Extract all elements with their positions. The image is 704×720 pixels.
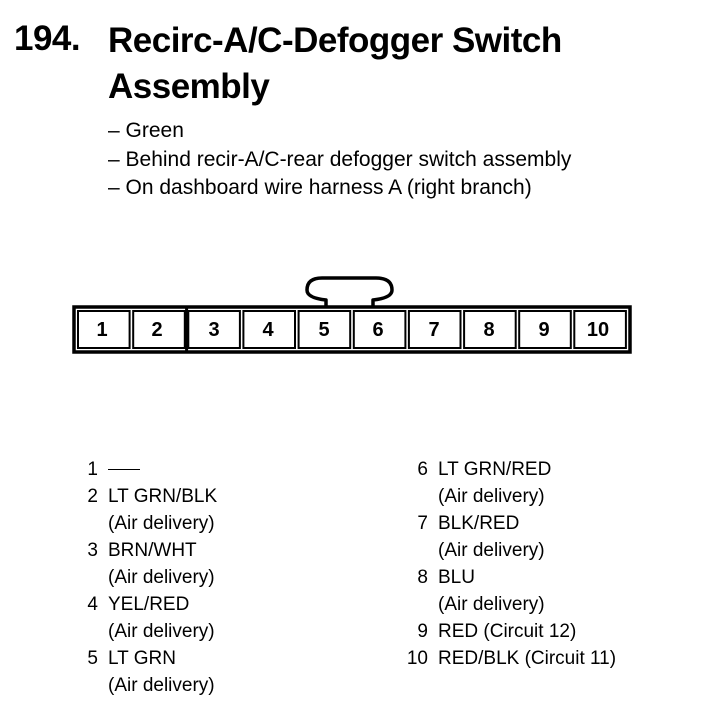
pin-cell-3 bbox=[187, 310, 241, 349]
wire-function: (Air delivery) bbox=[108, 567, 215, 588]
note-location: – Behind recir-A/C-rear defogger switch … bbox=[108, 147, 572, 171]
legend-num: 1 bbox=[87, 459, 98, 480]
legend-row-3: 3 BRN/WHT (Air delivery) bbox=[84, 537, 217, 591]
pin-1: 1 bbox=[96, 319, 108, 341]
wire-color: BLU bbox=[438, 567, 475, 588]
pin-10: 10 bbox=[586, 319, 610, 341]
wire-color: RED (Circuit 12) bbox=[438, 621, 577, 642]
pin-cell-6 bbox=[352, 310, 407, 349]
connector-lock-tab bbox=[305, 276, 394, 307]
wire-function: (Air delivery) bbox=[108, 513, 215, 534]
wire-function: (Air delivery) bbox=[438, 540, 545, 561]
legend-row-8: 8 BLU (Air delivery) bbox=[414, 564, 616, 618]
wire-color: LT GRN bbox=[108, 648, 176, 669]
pin-cell-9 bbox=[518, 310, 572, 349]
wire-color: LT GRN/RED bbox=[438, 459, 552, 480]
legend-row-7: 7 BLK/RED (Air delivery) bbox=[414, 510, 616, 564]
legend-row-4: 4 YEL/RED (Air delivery) bbox=[84, 591, 217, 645]
note-harness: – On dashboard wire harness A (right bra… bbox=[108, 176, 532, 199]
title-number: 194. bbox=[14, 19, 81, 58]
wire-color: RED/BLK (Circuit 11) bbox=[438, 648, 617, 669]
legend-num: 8 bbox=[417, 567, 428, 588]
pin-cell-2 bbox=[132, 310, 186, 349]
pin-cell-7 bbox=[407, 310, 462, 349]
pin-3: 3 bbox=[208, 319, 220, 341]
legend-row-9: 9 RED (Circuit 12) bbox=[414, 618, 616, 645]
page-title: Recirc-A/C-Defogger Switch Assembly bbox=[108, 18, 562, 110]
legend-num: 9 bbox=[417, 621, 428, 642]
legend-num: 4 bbox=[87, 594, 98, 615]
legend-num: 6 bbox=[417, 459, 428, 480]
title-line-1: Recirc-A/C-Defogger Switch bbox=[108, 21, 562, 60]
wire-function: (Air delivery) bbox=[108, 675, 215, 696]
legend-row-5: 5 LT GRN (Air delivery) bbox=[84, 645, 217, 699]
pin-9: 9 bbox=[538, 319, 550, 341]
pin-legend-right: 6 LT GRN/RED (Air delivery) 7 BLK/RED (A… bbox=[407, 456, 617, 672]
legend-num: 5 bbox=[87, 648, 98, 669]
wire-color: LT GRN/BLK bbox=[108, 486, 218, 507]
note-color: – Green bbox=[108, 119, 184, 142]
pin-cell-1 bbox=[77, 310, 131, 349]
legend-row-1: 1 bbox=[84, 456, 217, 483]
legend-row-6: 6 LT GRN/RED (Air delivery) bbox=[414, 456, 616, 510]
legend-row-2: 2 LT GRN/BLK (Air delivery) bbox=[84, 483, 217, 537]
wire-color: BLK/RED bbox=[438, 513, 520, 534]
pin-7: 7 bbox=[428, 319, 440, 341]
pin-cell-10 bbox=[573, 310, 627, 349]
title-line-2: Assembly bbox=[108, 67, 270, 106]
connector-notes: – Green – Behind recir-A/C-rear defogger… bbox=[108, 117, 571, 203]
connector-housing bbox=[72, 305, 632, 354]
pin-cell-8 bbox=[463, 310, 517, 349]
pin-4: 4 bbox=[262, 319, 274, 341]
legend-num: 7 bbox=[417, 513, 428, 534]
pin-legend-left: 1 2 LT GRN/BLK (Air delivery) 3 BRN/WHT … bbox=[84, 456, 217, 699]
legend-num: 2 bbox=[87, 486, 98, 507]
wire-function: (Air delivery) bbox=[438, 486, 545, 507]
legend-row-10: 10 RED/BLK (Circuit 11) bbox=[407, 645, 617, 672]
wire-function: (Air delivery) bbox=[108, 621, 215, 642]
pin-2: 2 bbox=[151, 319, 163, 341]
unused-pin-dash bbox=[108, 456, 217, 483]
legend-num: 10 bbox=[406, 648, 428, 669]
legend-num: 3 bbox=[87, 540, 98, 561]
pin-5: 5 bbox=[318, 319, 330, 341]
wire-color: BRN/WHT bbox=[108, 540, 197, 561]
pin-6: 6 bbox=[372, 319, 384, 341]
pin-labels: 1 2 3 4 5 6 7 8 9 10 bbox=[72, 312, 632, 348]
pin-cell-4 bbox=[242, 310, 296, 349]
pin-cell-5 bbox=[297, 310, 352, 349]
wire-function: (Air delivery) bbox=[438, 594, 545, 615]
pin-8: 8 bbox=[483, 319, 495, 341]
wire-color: YEL/RED bbox=[108, 594, 190, 615]
